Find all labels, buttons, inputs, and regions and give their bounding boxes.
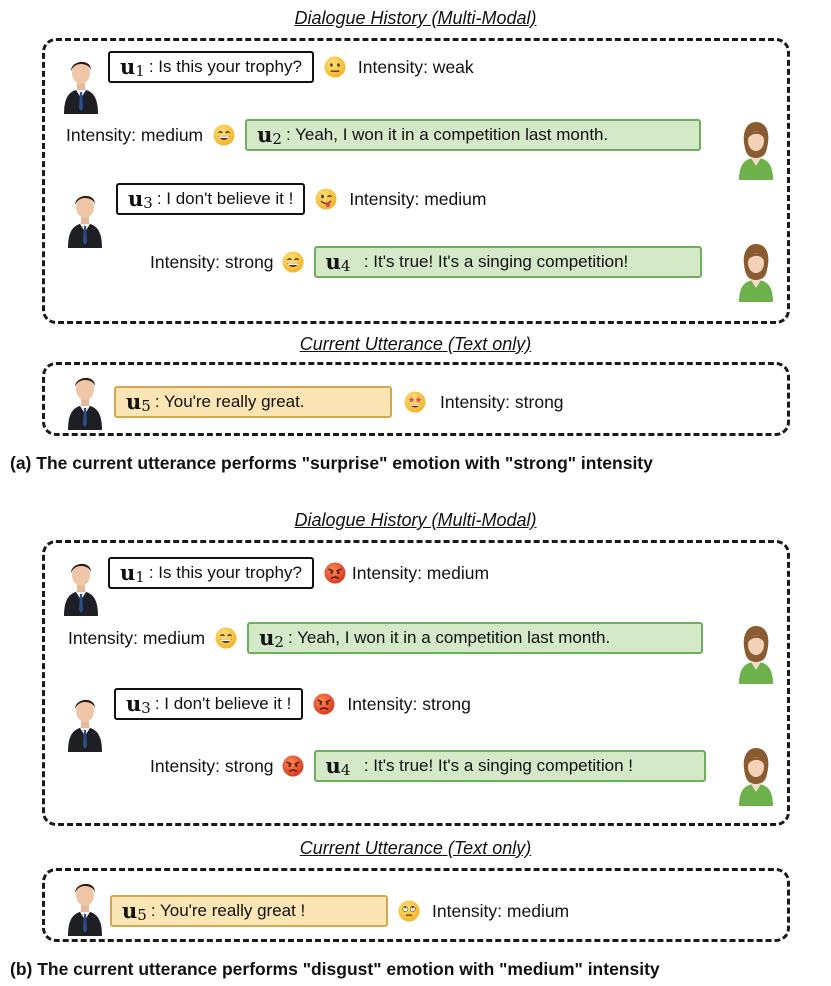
grinning-face-icon [215, 627, 237, 649]
utterance-u5-bubble: u5 : You're really great. [114, 386, 392, 418]
utterance-text: : You're really great ! [150, 901, 306, 920]
intensity-label: Intensity: medium [349, 188, 487, 209]
utterance-text: : It's true! It's a singing competition! [354, 252, 629, 271]
utterance-u2-bubble: u2 : Yeah, I won it in a competition las… [245, 119, 702, 151]
utterance-text: : I don't believe it ! [156, 189, 294, 208]
panel-b-u2-row: Intensity: medium u2 : Yeah, I won it in… [68, 620, 704, 656]
u4-symbol: u4 [325, 249, 351, 275]
intensity-label: Intensity: strong [440, 391, 564, 412]
female-avatar-icon [733, 622, 779, 684]
utterance-text: : Is this your trophy? [148, 57, 302, 76]
panel-a-u4-row: Intensity: strong u4 : It's true! It's a… [150, 244, 702, 280]
utterance-text: : Is this your trophy? [148, 563, 302, 582]
panel-b-current-title: Current Utterance (Text only) [299, 838, 532, 858]
utterance-u1-bubble: u1 : Is this your trophy? [108, 557, 314, 589]
audio-wave-icon [666, 154, 706, 168]
panel-b-u5-row: u5 : You're really great ! Intensity: me… [110, 893, 569, 929]
utterance-text: : You're really great. [154, 392, 305, 411]
male-avatar-icon [62, 690, 108, 752]
u2-symbol: u2 [259, 625, 284, 651]
audio-wave-icon [108, 88, 148, 102]
audio-wave-icon [666, 656, 706, 670]
grinning-face-icon [282, 251, 304, 273]
utterance-u3-bubble: u3 : I don't believe it ! [114, 688, 304, 720]
audio-wave-icon [118, 224, 158, 238]
panel-a-u1-row: u1 : Is this your trophy? Intensity: wea… [108, 49, 474, 85]
panel-b-current-box [42, 868, 790, 942]
u3-symbol: u3 [128, 186, 153, 212]
intensity-label: Intensity: weak [357, 56, 474, 77]
panel-b-u4-row: Intensity: strong u4 : It's true! It's a… [150, 748, 706, 784]
u4-symbol: u4 [325, 753, 351, 779]
utterance-u5-bubble: u5 : You're really great ! [110, 895, 388, 927]
u5-symbol: u5 [122, 898, 147, 924]
panel-a-u5-row: u5 : You're really great. Intensity: str… [114, 384, 564, 420]
male-avatar-icon [62, 186, 108, 248]
angry-face-icon [282, 755, 304, 777]
audio-wave-icon [666, 284, 706, 298]
audio-wave-icon [116, 728, 156, 742]
female-avatar-icon [733, 240, 779, 302]
u5-symbol: u5 [126, 389, 151, 415]
panel-b-history-title: Dialogue History (Multi-Modal) [294, 510, 537, 530]
panel-b-u1-row: u1 : Is this your trophy? Intensity: med… [108, 555, 489, 591]
male-avatar-icon [62, 368, 108, 430]
female-avatar-icon [733, 744, 779, 806]
panel-a-history-title: Dialogue History (Multi-Modal) [294, 8, 537, 28]
panel-b-history-box [42, 540, 790, 826]
utterance-text: : I don't believe it ! [154, 694, 292, 713]
intensity-label: Intensity: medium [68, 627, 206, 648]
panel-a-history-box [42, 38, 790, 324]
u1-symbol: u1 [120, 560, 145, 586]
grinning-face-icon [213, 124, 235, 146]
winking-tongue-face-icon [315, 188, 337, 210]
intensity-label: Intensity: strong [347, 693, 471, 714]
female-avatar-icon [733, 118, 779, 180]
utterance-u2-bubble: u2 : Yeah, I won it in a competition las… [247, 622, 704, 654]
u2-symbol: u2 [257, 122, 282, 148]
panel-b-caption: (b) The current utterance performs "disg… [10, 959, 660, 979]
intensity-label: Intensity: strong [150, 251, 274, 272]
utterance-u3-bubble: u3 : I don't believe it ! [116, 183, 306, 215]
panel-a-current-box [42, 362, 790, 436]
panel-a-caption: (a) The current utterance performs "surp… [10, 453, 653, 473]
u1-symbol: u1 [120, 54, 145, 80]
angry-face-icon [324, 562, 346, 584]
intensity-label: Intensity: medium [432, 900, 570, 921]
panel-a-u3-row: u3 : I don't believe it ! Intensity: med… [116, 181, 486, 217]
u3-symbol: u3 [126, 691, 151, 717]
panel-b-u3-row: u3 : I don't believe it ! Intensity: str… [114, 686, 471, 722]
utterance-text: : Yeah, I won it in a competition last m… [287, 628, 611, 647]
intensity-label: Intensity: medium [351, 562, 490, 583]
utterance-u1-bubble: u1 : Is this your trophy? [108, 51, 314, 83]
utterance-text: : It's true! It's a singing competition … [354, 756, 633, 775]
panel-a-current-title: Current Utterance (Text only) [299, 334, 532, 354]
male-avatar-icon [62, 874, 108, 936]
angry-face-icon [313, 693, 335, 715]
utterance-u4-bubble: u4 : It's true! It's a singing competiti… [313, 750, 706, 782]
star-struck-face-icon [404, 391, 426, 413]
intensity-label: Intensity: strong [150, 755, 274, 776]
male-avatar-icon [58, 554, 104, 616]
utterance-text: : Yeah, I won it in a competition last m… [285, 125, 609, 144]
eye-roll-face-icon [398, 900, 420, 922]
audio-wave-icon [108, 592, 148, 606]
panel-a-u2-row: Intensity: medium u2 : Yeah, I won it in… [66, 117, 702, 153]
male-avatar-icon [58, 52, 104, 114]
neutral-face-icon [324, 56, 346, 78]
audio-wave-icon [666, 788, 706, 802]
intensity-label: Intensity: medium [66, 124, 204, 145]
utterance-u4-bubble: u4 : It's true! It's a singing competiti… [313, 246, 702, 278]
